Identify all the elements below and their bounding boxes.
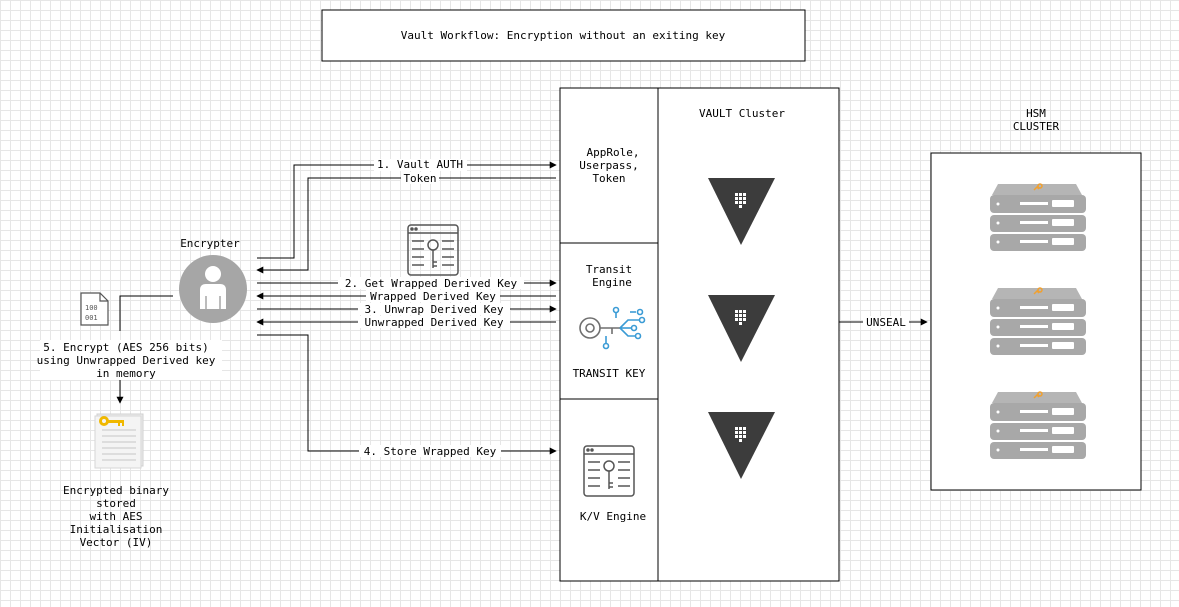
vault-node-2 — [708, 295, 775, 362]
encrypted-file-line3: with AES — [90, 510, 143, 523]
label-vault-auth: 1. Vault AUTH — [377, 158, 463, 171]
transit-key-label: TRANSIT KEY — [573, 367, 646, 380]
vault-node-3 — [708, 412, 775, 479]
encrypted-file-line4: Initialisation — [70, 523, 163, 536]
transit-engine-label-line2: Engine — [592, 276, 632, 289]
auth-method-userpass: Userpass, — [579, 159, 639, 172]
kv-engine-label: K/V Engine — [580, 510, 646, 523]
vault-node-1 — [708, 178, 775, 245]
auth-method-token: Token — [592, 172, 625, 185]
binary-file-icon: 100 001 — [80, 292, 109, 326]
label-unseal: UNSEAL — [866, 316, 906, 329]
title-box — [321, 9, 806, 62]
vault-cluster-label: VAULT Cluster — [699, 107, 785, 120]
encrypter-user-icon — [179, 255, 247, 323]
auth-method-approle: AppRole, — [587, 146, 640, 159]
hsm-server-1-icon — [990, 183, 1086, 251]
encrypted-document-icon — [94, 413, 144, 469]
hsm-server-3-icon — [990, 391, 1086, 459]
hsm-server-2-icon — [990, 287, 1086, 355]
label-token: Token — [403, 172, 436, 185]
transit-key-icon — [579, 306, 646, 350]
label-get-wrapped-key: 2. Get Wrapped Derived Key — [345, 277, 518, 290]
label-unwrapped-key: Unwrapped Derived Key — [364, 316, 503, 329]
transit-engine-label-line1: Transit — [586, 263, 632, 276]
wrapped-key-icon — [407, 224, 459, 276]
hsm-label-line2: CLUSTER — [1013, 120, 1060, 133]
arrow-token — [256, 177, 556, 274]
encrypted-file-line1: Encrypted binary — [63, 484, 169, 497]
label-wrapped-key: Wrapped Derived Key — [370, 290, 496, 303]
hsm-label-line1: HSM — [1026, 107, 1046, 120]
encrypt-step-line2: using Unwrapped Derived key — [37, 354, 216, 367]
arrow-store-wrapped-key — [257, 334, 557, 455]
kv-engine-icon — [583, 445, 635, 497]
encrypt-step-line1: 5. Encrypt (AES 256 bits) — [43, 341, 209, 354]
label-unwrap-key: 3. Unwrap Derived Key — [364, 303, 503, 316]
svg-text:001: 001 — [85, 314, 98, 322]
diagram-title: Vault Workflow: Encryption without an ex… — [401, 29, 726, 42]
label-store-wrapped-key: 4. Store Wrapped Key — [364, 445, 497, 458]
encrypted-file-line2: stored — [96, 497, 136, 510]
encrypter-to-encrypt-connector — [119, 295, 173, 331]
svg-text:100: 100 — [85, 304, 98, 312]
encrypted-file-line5: Vector (IV) — [80, 536, 153, 549]
encrypt-step-line3: in memory — [96, 367, 156, 380]
vault-engines-column — [559, 87, 659, 582]
encrypter-label: Encrypter — [180, 237, 240, 250]
